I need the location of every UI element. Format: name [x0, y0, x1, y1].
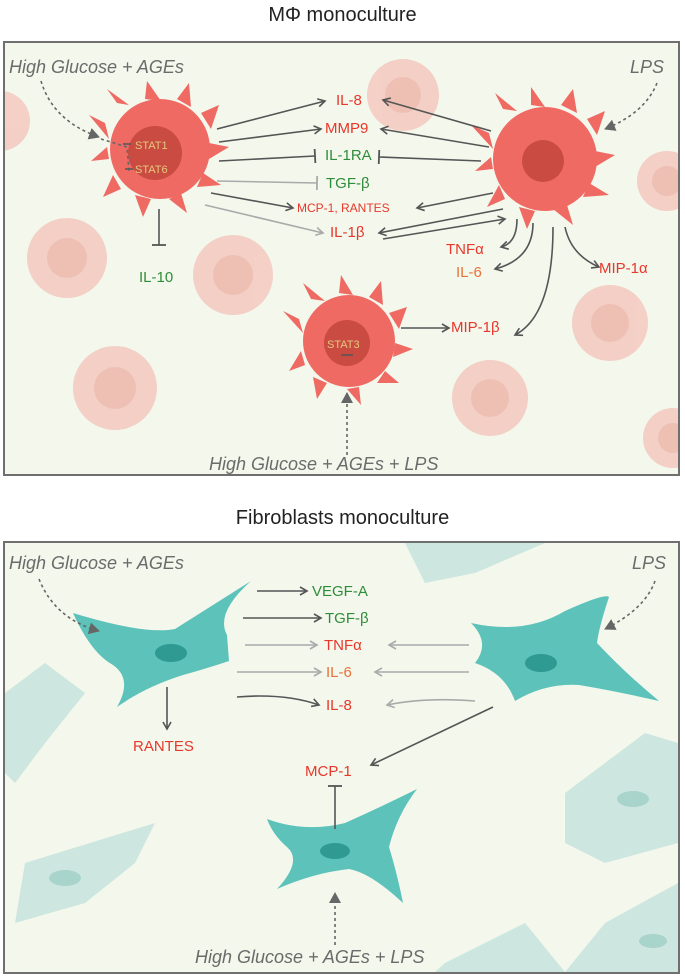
condition-arrows-bottom — [38, 578, 656, 945]
fibroblast-arrows — [162, 586, 494, 829]
condition-label-right: LPS — [630, 57, 665, 77]
condition-label-bottom: High Glucose + AGEs + LPS — [209, 454, 439, 474]
fibro-condition-label-right: LPS — [632, 553, 667, 573]
fibroblast-bottom — [267, 789, 417, 903]
label-mip1b: MIP-1β — [451, 319, 500, 336]
fibro-label-il6: IL-6 — [326, 664, 352, 681]
label-mcp1-rantes: MCP-1, RANTES — [297, 201, 390, 215]
background-macrophages — [5, 59, 678, 468]
label-mip1a: MIP-1α — [599, 260, 648, 277]
fibroblast-left — [73, 581, 251, 707]
stat6-label: STAT6 — [135, 164, 168, 176]
background-fibroblast-nuclei — [49, 791, 667, 948]
label-mmp9: MMP9 — [325, 120, 369, 137]
macrophage-bottom — [283, 275, 413, 405]
fibroblast-diagram — [5, 543, 678, 972]
macrophage-diagram — [5, 59, 678, 468]
fibroblast-right — [471, 596, 659, 701]
macrophage-arrows — [152, 97, 601, 337]
stat3-label: STAT3 — [327, 339, 360, 351]
condition-arrows-top — [40, 80, 658, 455]
label-il1ra: IL-1RA — [325, 147, 372, 164]
fibro-label-rantes: RANTES — [133, 738, 194, 755]
label-tgfb: TGF-β — [326, 175, 370, 192]
fibro-condition-label-bottom: High Glucose + AGEs + LPS — [195, 947, 425, 967]
macrophage-left — [89, 81, 229, 217]
label-il1b: IL-1β — [330, 224, 365, 241]
stat-inhibition — [123, 143, 353, 356]
label-il8: IL-8 — [336, 92, 362, 109]
fibro-label-vegfa: VEGF-A — [312, 583, 368, 600]
label-il6: IL-6 — [456, 264, 482, 281]
label-tnfa: TNFα — [446, 241, 484, 258]
bottom-panel-title: Fibroblasts monoculture — [235, 507, 450, 529]
stat1-label: STAT1 — [135, 140, 168, 152]
fibro-condition-label-left: High Glucose + AGEs — [9, 553, 184, 573]
label-il10: IL-10 — [139, 269, 174, 286]
fibro-label-tgfb: TGF-β — [325, 610, 369, 627]
fibro-label-tnfa: TNFα — [324, 637, 362, 654]
macrophage-panel: High Glucose + AGEs LPS High Glucose + A… — [3, 41, 680, 476]
condition-label-left: High Glucose + AGEs — [9, 57, 184, 77]
fibro-label-il8: IL-8 — [326, 697, 352, 714]
fibro-label-mcp1: MCP-1 — [305, 763, 352, 780]
top-panel-title: MΦ monoculture — [268, 4, 417, 26]
macrophage-right — [471, 87, 615, 229]
fibroblast-panel: High Glucose + AGEs LPS High Glucose + A… — [3, 541, 680, 974]
